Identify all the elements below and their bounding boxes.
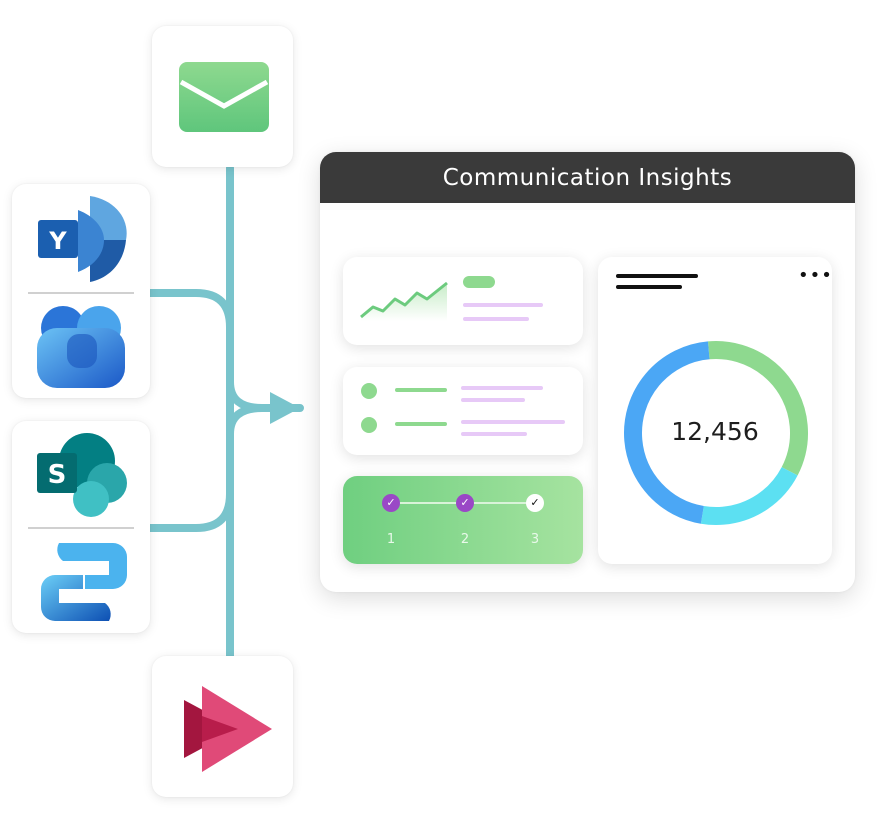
placeholder-pill [463,276,495,288]
placeholder-line [461,386,543,390]
stream-source-card[interactable] [152,656,293,797]
trend-widget[interactable] [343,257,583,345]
email-source-card[interactable] [152,26,293,167]
placeholder-line [463,317,529,321]
yammer-viva-source-card[interactable]: Y [12,184,150,398]
connector-arrowhead [270,392,300,424]
placeholder-line [463,303,543,307]
list-bullet [361,417,377,433]
stepper-widget[interactable]: ✓ ✓ ✓ 1 2 3 [343,476,583,564]
step-label: 2 [460,532,470,547]
placeholder-line [461,432,527,436]
panel-title: Communication Insights [320,152,855,203]
list-bullet [361,383,377,399]
svg-text:Y: Y [48,227,67,255]
placeholder-line [395,388,447,392]
card-divider [28,292,134,294]
card-divider [28,527,134,529]
step-label: 1 [386,532,396,547]
step-label: 3 [530,532,540,547]
donut-chart [624,341,808,525]
header-line [616,285,682,289]
power-automate-icon [41,543,127,621]
step-3-check-icon: ✓ [526,494,544,512]
placeholder-line [461,420,565,424]
list-widget[interactable] [343,367,583,455]
donut-segment-3 [624,341,808,525]
donut-widget[interactable]: ••• 12,456 [598,257,832,564]
viva-engage-icon [37,306,125,388]
trend-line-icon [360,281,448,321]
placeholder-line [395,422,447,426]
sharepoint-automate-source-card[interactable]: S [12,421,150,633]
svg-text:S: S [48,460,67,490]
sharepoint-icon: S [37,433,127,517]
communication-insights-panel: Communication Insights ✓ ✓ ✓ 1 [320,152,855,592]
email-icon [179,62,269,132]
stream-icon [184,686,272,772]
placeholder-line [461,398,525,402]
more-options-icon[interactable]: ••• [798,265,833,286]
step-1-check-icon: ✓ [382,494,400,512]
donut-segment-2 [624,341,808,525]
step-2-check-icon: ✓ [456,494,474,512]
donut-total-value: 12,456 [671,417,759,446]
yammer-icon: Y [38,196,127,282]
header-line [616,274,698,278]
